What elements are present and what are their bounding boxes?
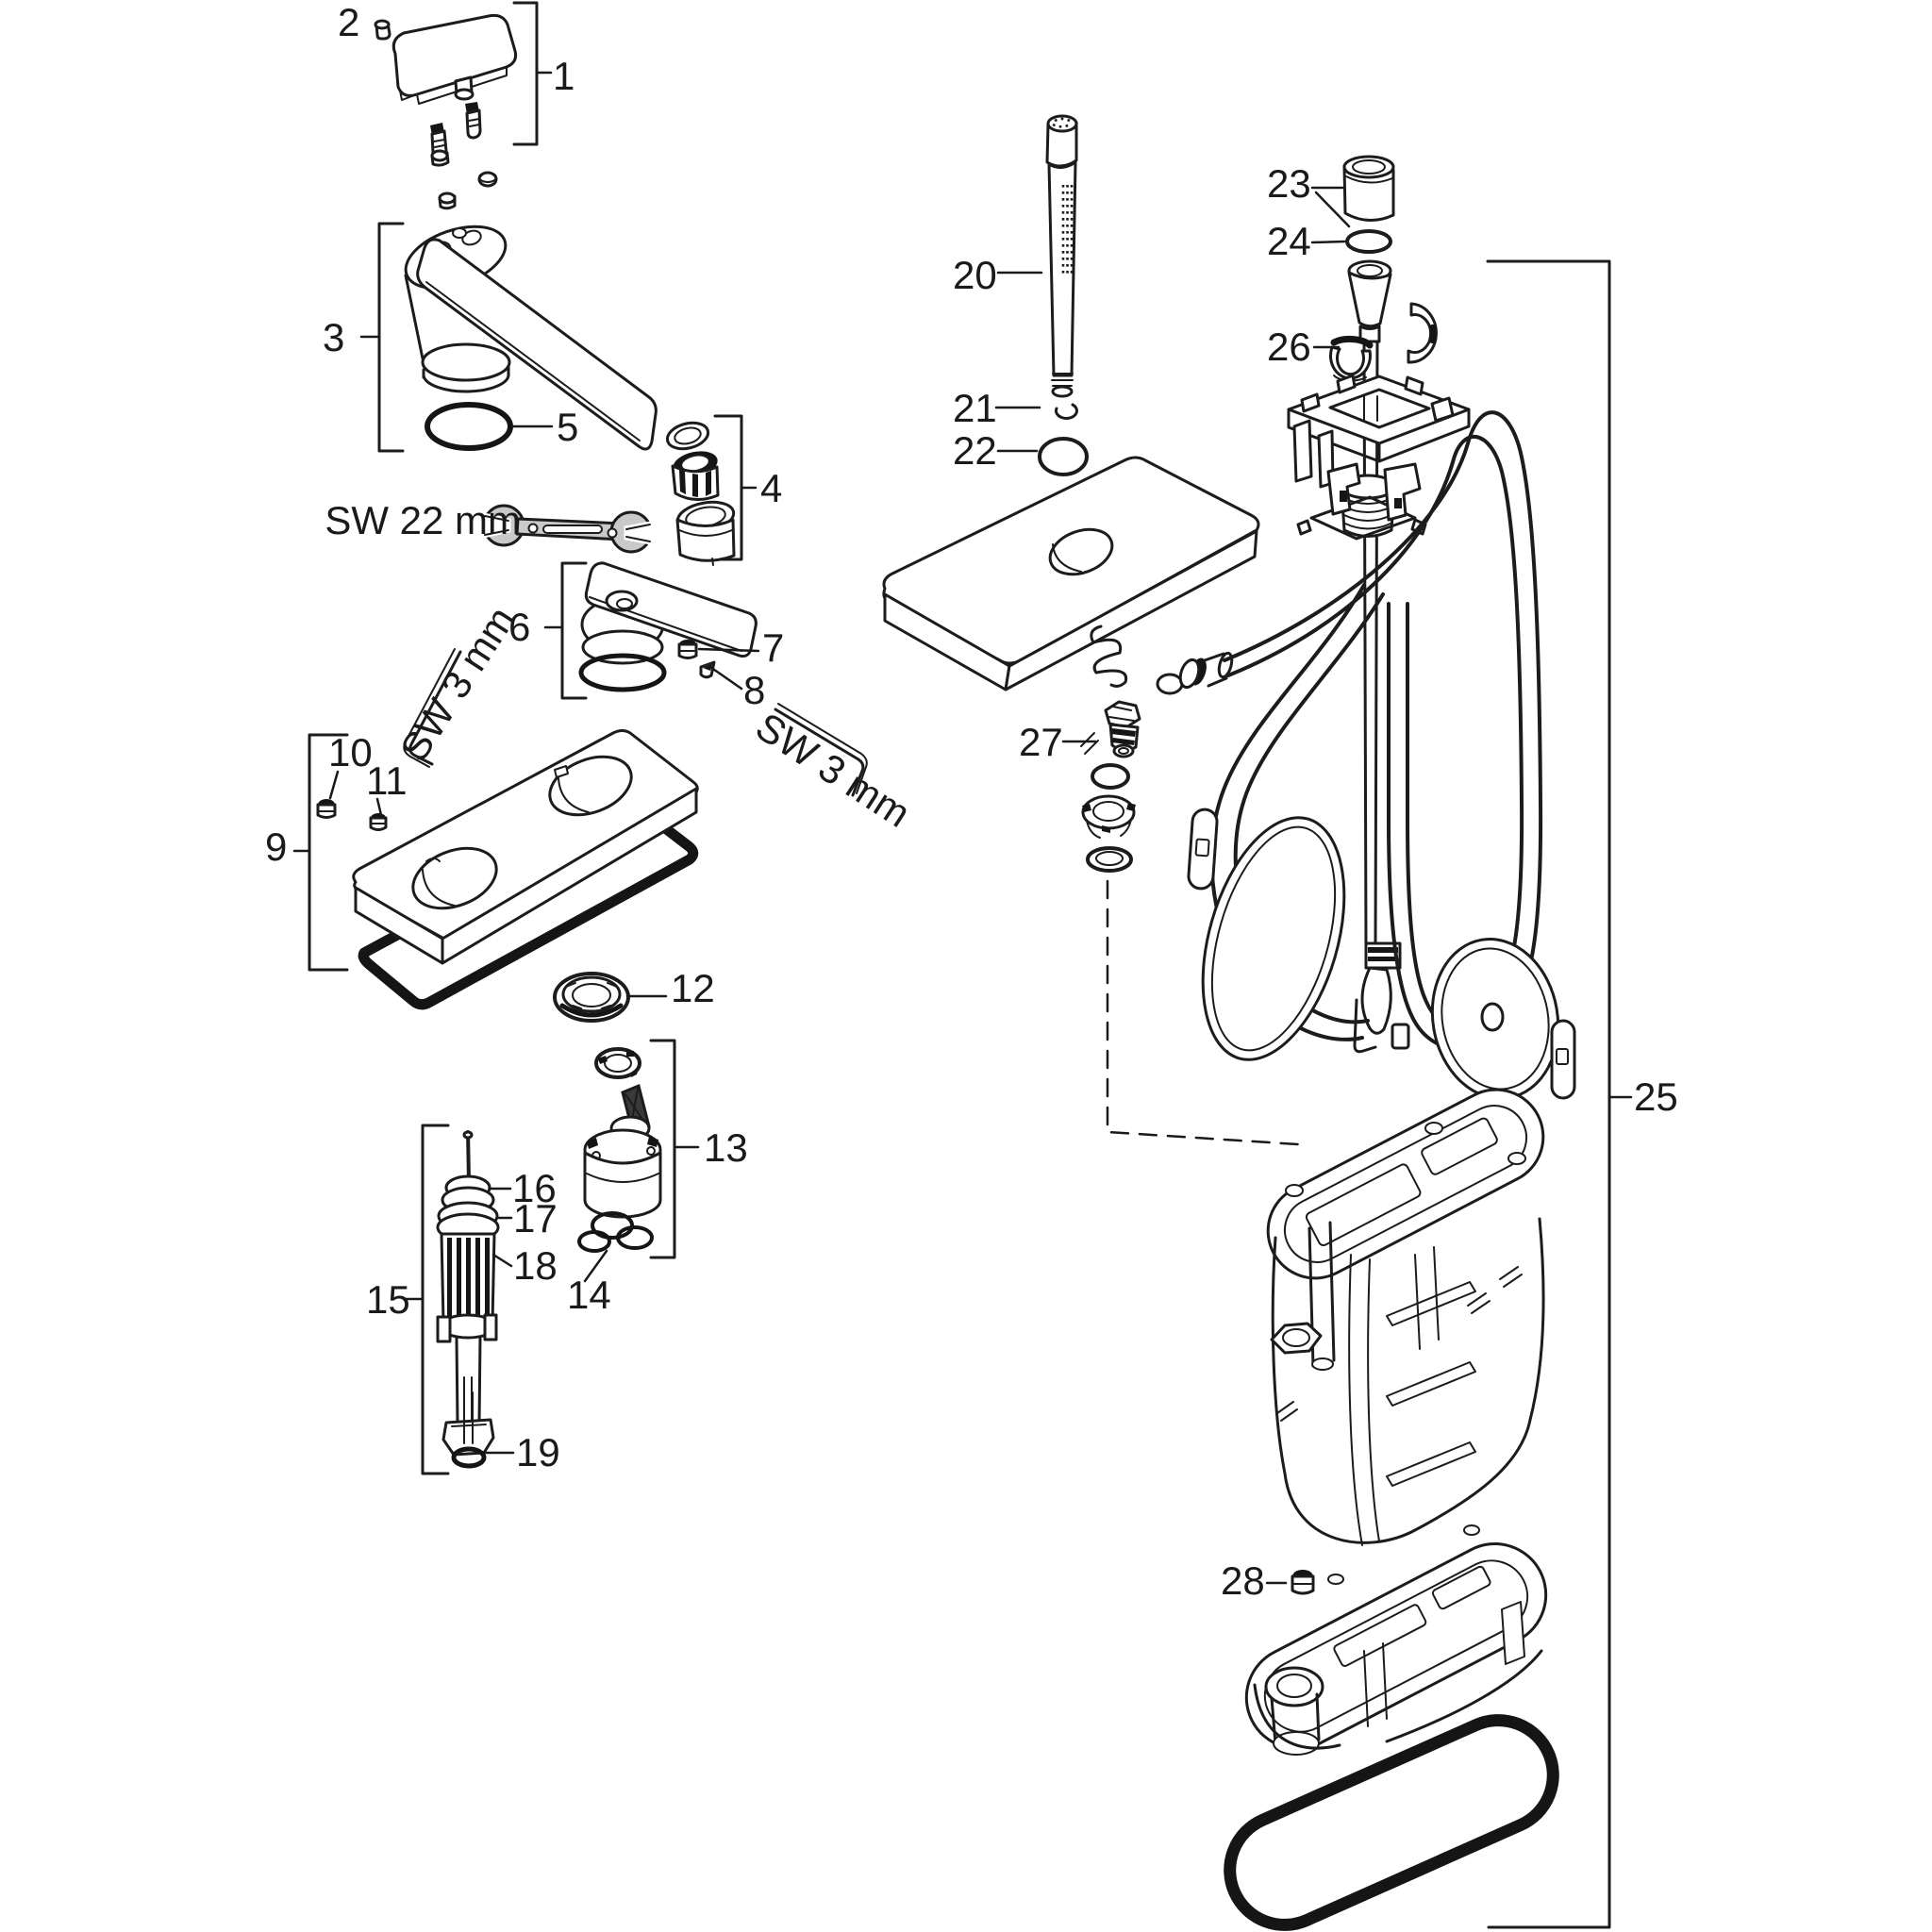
part-4-aerator	[665, 421, 736, 566]
part-labels: 1 2 3 4 5 6 7 8 9 10 11 12 13 14 15 16 1…	[265, 0, 1678, 1603]
part-28-plug	[1291, 1570, 1315, 1595]
part-27-hose-connector	[1104, 700, 1141, 758]
base-seal	[1224, 1714, 1559, 1931]
open-end-wrench	[477, 504, 658, 554]
part-9-escutcheon-two-hole	[352, 729, 699, 1010]
alignment-dashed-line	[1106, 879, 1300, 1146]
part-label-2: 2	[338, 0, 359, 44]
part-label-10: 10	[328, 730, 373, 774]
rod-clips	[1326, 462, 1422, 522]
part-2-plug	[374, 19, 391, 41]
part-1-handle-cap	[391, 13, 518, 105]
guide-pill-left	[1187, 808, 1219, 891]
part-label-23: 23	[1267, 161, 1311, 206]
coupling-o-ring	[1156, 673, 1184, 695]
part-label-22: 22	[953, 428, 997, 473]
part-8-screw-plug	[699, 660, 716, 679]
pull-rod-assembly	[1287, 155, 1471, 1054]
part-label-17: 17	[513, 1196, 558, 1241]
part-3-spout	[404, 225, 658, 451]
part-26-clip-set	[1328, 302, 1438, 382]
part-21-snap-ring	[1055, 403, 1078, 420]
part-label-8: 8	[743, 668, 765, 712]
part-label-5: 5	[557, 405, 578, 449]
part-label-18: 18	[513, 1243, 558, 1288]
hose-roller-small	[1430, 938, 1560, 1100]
leader-lines	[292, 71, 1633, 1585]
hose-roller-large	[1201, 816, 1346, 1061]
part-11-screw	[369, 813, 388, 831]
allen-key-right	[774, 703, 868, 797]
guide-pill-right	[1550, 1019, 1576, 1100]
part-13-cartridge	[583, 1047, 662, 1219]
threaded-collar	[1340, 474, 1396, 538]
part-label-9: 9	[265, 824, 287, 869]
allen-key-size-label-right: SW 3 mm	[748, 704, 918, 836]
allen-key-left	[403, 648, 462, 768]
allen-key-size-label-left: SW 3 mm	[391, 599, 524, 769]
part-15-valve-unit	[436, 1130, 500, 1469]
part-label-1: 1	[553, 54, 575, 98]
part-label-25: 25	[1634, 1074, 1678, 1119]
wrench-size-label: SW 22 mm	[325, 498, 521, 542]
part-6-handle	[578, 561, 758, 692]
hose-end-connector	[1178, 651, 1234, 690]
part-label-3: 3	[323, 315, 344, 359]
handle-fastener-set	[430, 102, 498, 210]
break-marks	[1080, 732, 1523, 1422]
part-label-20: 20	[953, 253, 997, 297]
retaining-spring	[1090, 625, 1128, 688]
part-label-13: 13	[704, 1125, 748, 1170]
waste-housing	[1266, 1088, 1545, 1546]
part-label-24: 24	[1267, 219, 1311, 263]
part-12-mounting-nut	[553, 972, 630, 1023]
part-23-hose-nut	[1342, 155, 1395, 222]
rod-cone-adapter	[1347, 259, 1392, 343]
part-label-7: 7	[762, 625, 784, 670]
part-7-grub-screw	[677, 640, 698, 659]
hook-assembly	[1353, 941, 1410, 1054]
part-5-o-ring	[425, 402, 513, 451]
mounting-bracket	[1287, 374, 1471, 489]
part-label-16: 16	[512, 1166, 557, 1210]
part-20-hand-shower	[1045, 114, 1078, 398]
part-label-26: 26	[1267, 325, 1311, 369]
connector-seal-stack	[1081, 763, 1136, 873]
part-label-12: 12	[671, 966, 715, 1010]
part-10-screw	[316, 799, 337, 819]
part-24-o-ring	[1345, 229, 1392, 254]
base-tray	[1244, 1524, 1548, 1756]
part-14-o-ring-set	[577, 1211, 654, 1253]
part-label-19: 19	[516, 1430, 560, 1474]
part-label-15: 15	[366, 1277, 410, 1322]
part-label-14: 14	[567, 1273, 611, 1317]
reference-brackets	[308, 1, 1611, 1929]
part-label-6: 6	[508, 605, 530, 649]
part-label-4: 4	[760, 466, 782, 510]
part-label-11: 11	[366, 758, 408, 803]
part-22-o-ring	[1038, 437, 1089, 476]
escutcheon-single-hole	[882, 456, 1260, 691]
part-label-27: 27	[1019, 720, 1063, 764]
part-label-28: 28	[1221, 1558, 1265, 1603]
part-label-21: 21	[953, 386, 997, 430]
